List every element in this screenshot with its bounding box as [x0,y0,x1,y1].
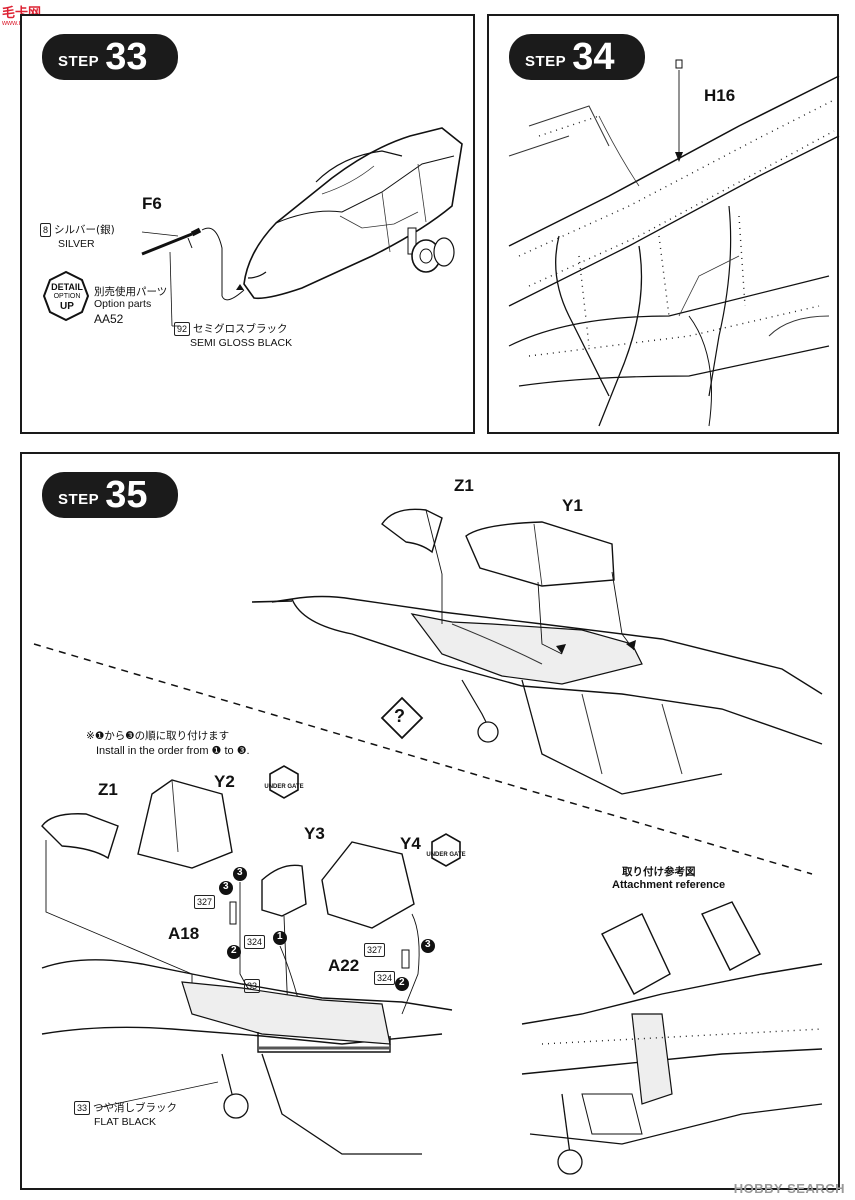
step-34-badge: STEP 34 [509,34,645,80]
paint-sgb-jp: セミグロスブラック [193,323,288,335]
paint-number-badge: 327 [194,895,216,909]
paint-327-badge: 327 [194,892,218,910]
step-34-fuselage-illustration [508,59,840,427]
order-marker-3: 3 [237,867,243,878]
step-33-nose-illustration [42,127,463,327]
part-y1-label: Y1 [562,496,583,515]
step-34-panel: STEP 34 H16 [487,14,840,434]
step-number: 33 [105,36,148,78]
part-a18-label: A18 [168,924,200,943]
paint-number-badge: 8 [40,223,52,237]
order-marker-1: 1 [277,931,283,942]
detail-word: DETAIL [51,282,83,292]
paint-number-badge: 92 [174,322,191,336]
part-h16-label: H16 [704,86,736,105]
part-y2-label: Y2 [214,772,235,791]
paint-number-badge: 327 [364,943,386,957]
part-f6-label: F6 [142,194,162,213]
order-marker-2: 2 [231,945,237,956]
step-number: 34 [572,36,615,78]
paint-324-badge: 324 [244,932,268,950]
paint-silver-en: SILVER [58,238,95,250]
step-number: 35 [105,474,148,516]
attachment-reference-en: Attachment reference [612,879,726,891]
paint-number-badge: 33 [74,1101,91,1115]
option-parts-jp: 別売使用パーツ [94,286,168,298]
part-a22-label: A22 [328,956,360,975]
paint-sgb-en: SEMI GLOSS BLACK [190,337,293,349]
paint-327-badge-2: 327 [364,940,388,958]
part-y4-label: Y4 [400,834,421,853]
order-marker-3: 3 [425,939,431,950]
step-word: STEP [58,490,100,508]
step-word: STEP [525,52,567,70]
detail-up-badge-text: DETAIL OPTION UP [47,282,87,312]
paint-silver-jp: シルバー(銀) [54,224,115,236]
paint-324-badge-2: 324 [374,968,398,986]
step-35-illustration [33,508,823,1175]
step-word: STEP [58,52,100,70]
paint-number-badge: 33 [244,979,261,993]
step-33-badge: STEP 33 [42,34,178,80]
paint-33-badge: 33 [244,976,263,994]
part-y3-label: Y3 [304,824,325,843]
under-gate-badge-2: UNDER GATE [426,852,466,858]
option-parts-code: AA52 [94,312,124,326]
install-order-note-en: Install in the order from ❶ to ❸. [96,745,250,757]
help-icon: ? [394,706,405,726]
option-parts-en: Option parts [94,298,152,310]
part-z1-top-label: Z1 [454,476,474,495]
order-marker-2: 2 [399,977,405,988]
option-word: OPTION [53,293,81,300]
under-gate-badge-1: UNDER GATE [264,784,304,790]
paint-flat-black-jp: つや消しブラック [93,1102,178,1114]
hobby-search-watermark: HOBBY SEARCH [733,1181,845,1196]
install-order-note-jp: ※❶から❸の順に取り付けます [86,730,230,742]
part-z1-label: Z1 [98,780,118,799]
paint-number-badge: 324 [244,935,266,949]
order-marker-3: 3 [223,881,229,892]
up-word: UP [60,301,74,312]
attachment-reference-jp: 取り付け参考図 [622,866,696,878]
step-35-badge: STEP 35 [42,472,178,518]
step-35-panel: STEP 35 Z1 Y1 ? ※❶から❸の順に取り付けます Install i… [20,452,840,1190]
paint-flat-black-en: FLAT BLACK [94,1116,157,1128]
paint-number-badge: 324 [374,971,396,985]
